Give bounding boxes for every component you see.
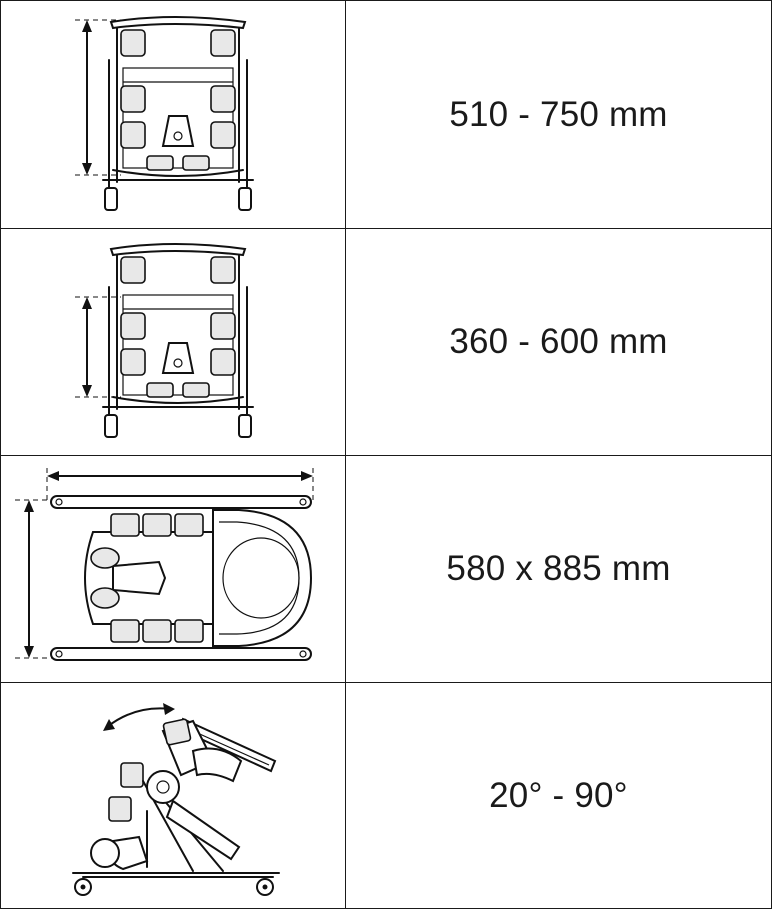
front-view-height-range-2-illustration <box>75 243 254 438</box>
footprint-dimensions-value: 580 x 885 mm <box>345 455 772 683</box>
tilt-angle-range-value: 20° - 90° <box>345 682 772 909</box>
illustration-cell <box>0 682 346 909</box>
spec-row: 20° - 90° <box>0 682 772 909</box>
side-view-tilt-illustration <box>72 702 280 896</box>
top-view-footprint-illustration <box>15 467 314 661</box>
front-view-height-range-1-illustration <box>75 15 254 211</box>
illustration-cell <box>0 228 346 456</box>
spec-row: 360 - 600 mm <box>0 228 772 456</box>
spec-row: 510 - 750 mm <box>0 0 772 229</box>
spec-row: 580 x 885 mm <box>0 455 772 683</box>
chest-height-range-value: 360 - 600 mm <box>345 228 772 456</box>
illustration-cell <box>0 455 346 683</box>
illustration-cell <box>0 0 346 229</box>
seat-height-range-value: 510 - 750 mm <box>345 0 772 229</box>
